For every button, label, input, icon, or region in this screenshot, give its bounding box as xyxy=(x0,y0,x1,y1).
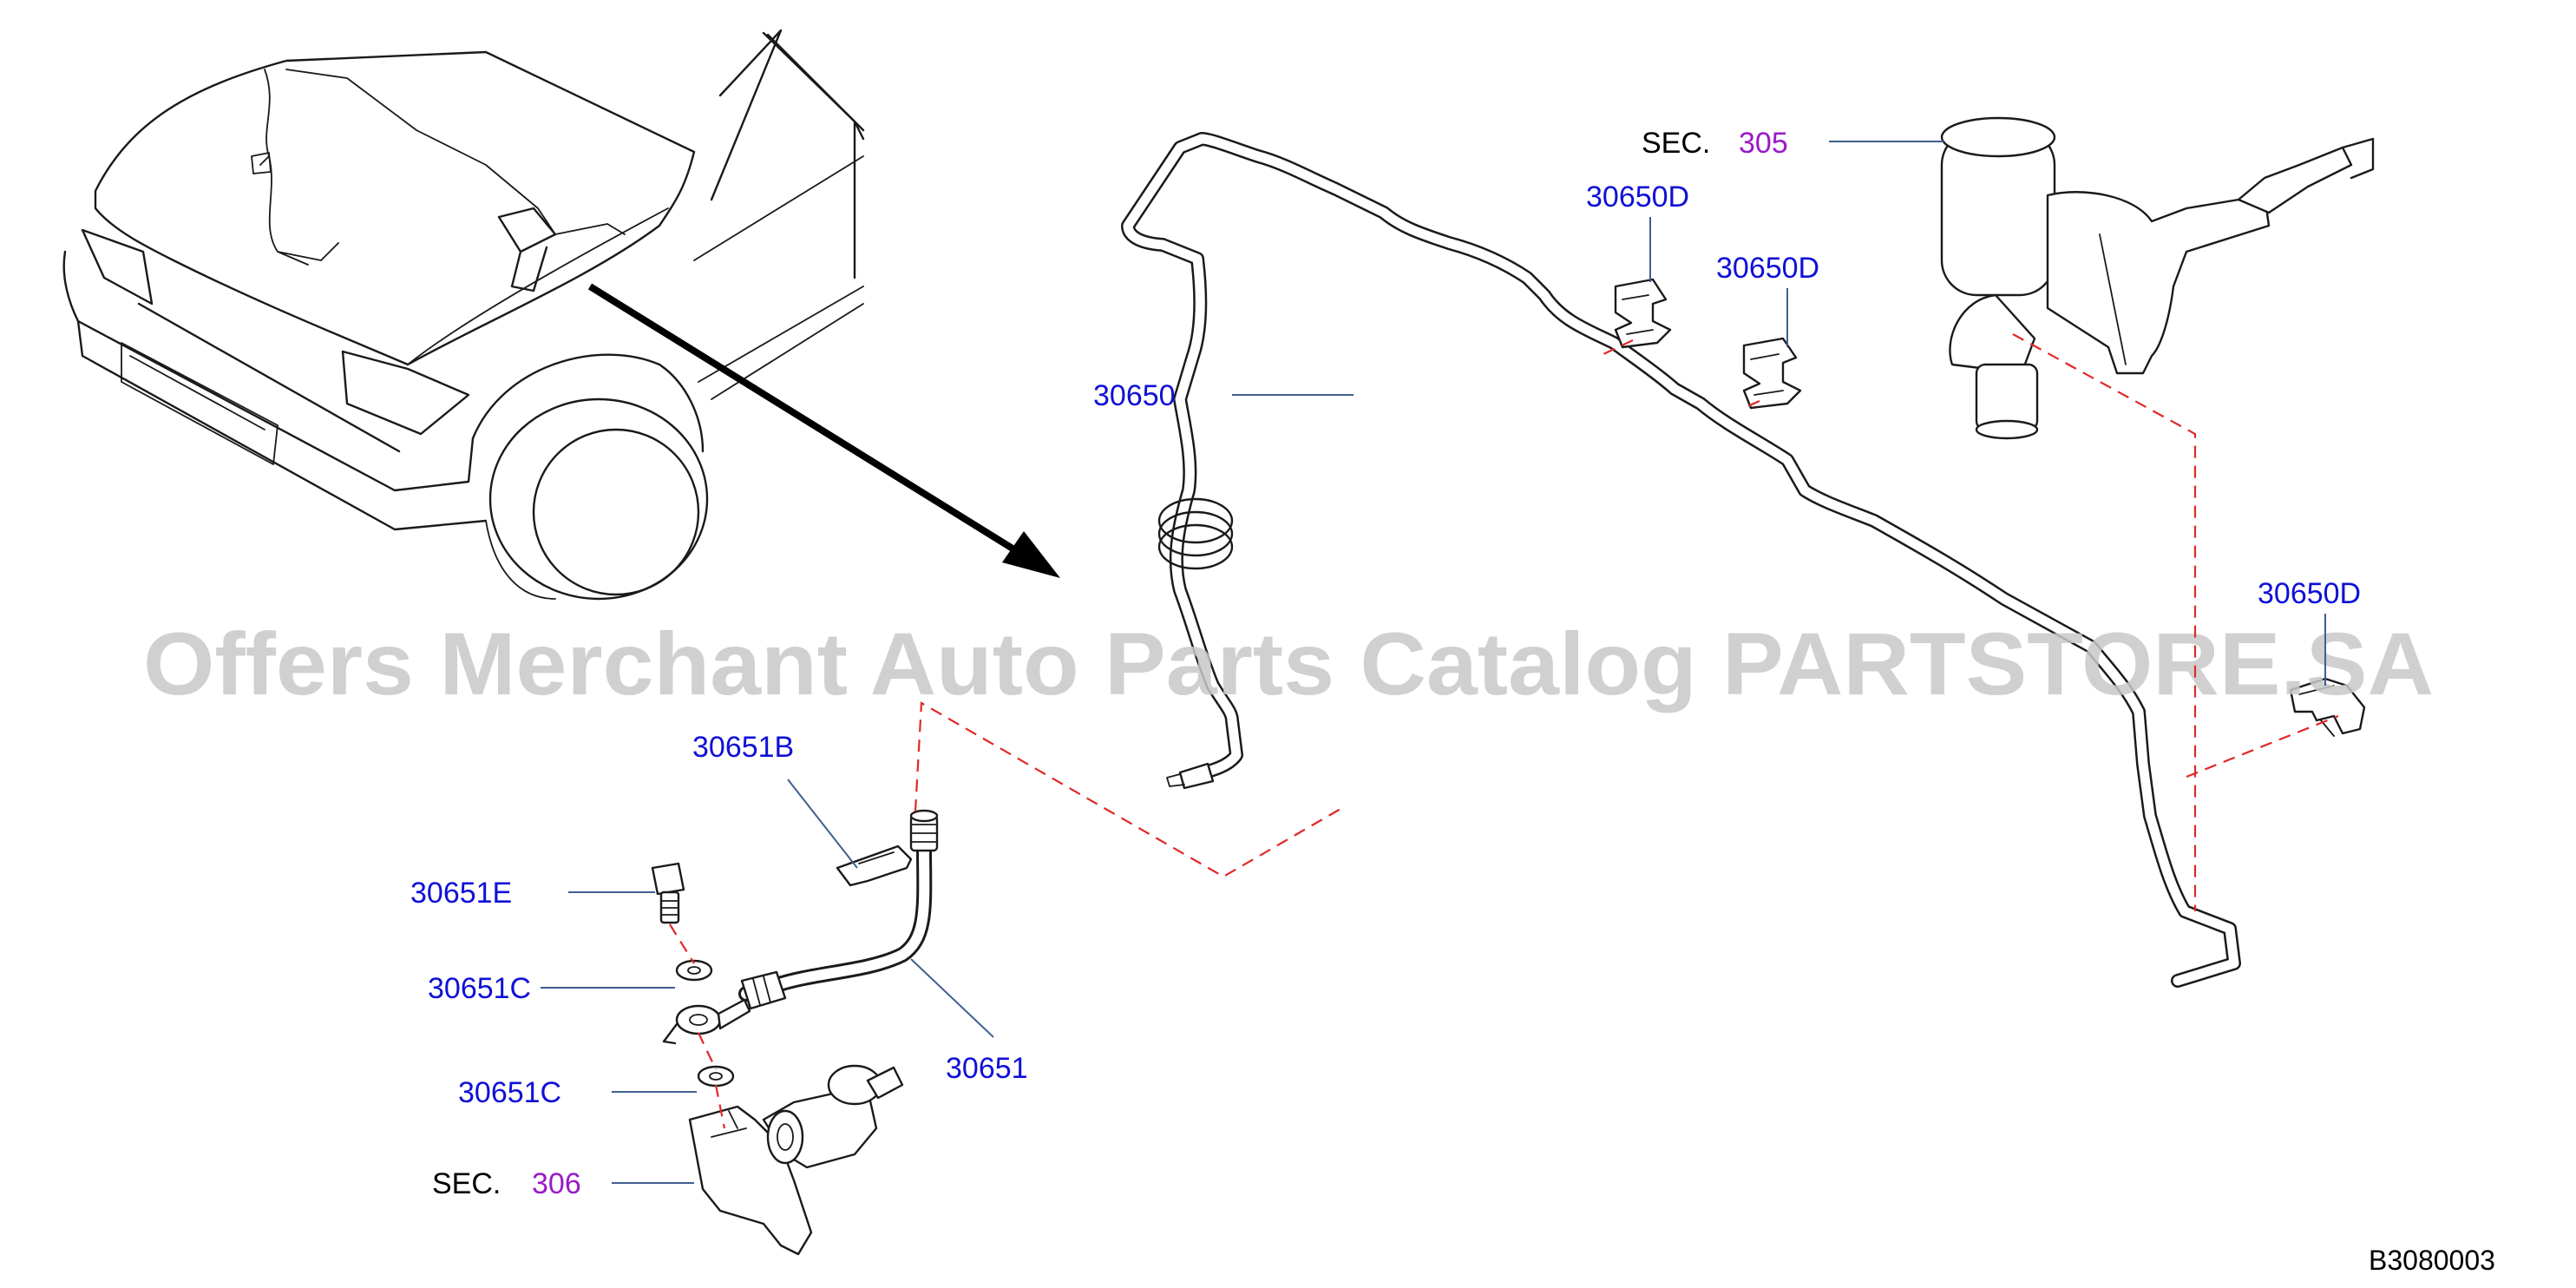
clip-30650D-drawing xyxy=(1614,278,1672,349)
clutch-hose-30651-drawing xyxy=(662,809,939,1045)
part-label-30650[interactable]: 30650 xyxy=(1093,379,1176,412)
lock-plate-30651B-drawing xyxy=(836,844,913,887)
bolt-30651E-drawing xyxy=(651,862,685,924)
section-306-link[interactable]: 306 xyxy=(532,1167,581,1200)
part-label-30650D[interactable]: 30650D xyxy=(1586,181,1689,214)
part-label-30651E[interactable]: 30651E xyxy=(410,877,512,910)
part-labels: SEC. 305 30650D 30650D 30650 30650D 3065… xyxy=(410,127,2361,1200)
part-label-30651C[interactable]: 30651C xyxy=(428,972,531,1005)
clutch-tube-30650-drawing xyxy=(1121,132,2241,988)
diagram-code: B3080003 xyxy=(2369,1245,2495,1276)
washer-30651C-drawing xyxy=(675,959,713,982)
part-label-30650D[interactable]: 30650D xyxy=(1716,252,1819,285)
clutch-operating-cylinder-drawing xyxy=(688,1064,904,1256)
dashed-connection-lines xyxy=(669,333,2339,1129)
part-label-30650D[interactable]: 30650D xyxy=(2258,577,2361,610)
section-prefix: SEC. xyxy=(1642,127,1710,160)
vehicle-overview-drawing xyxy=(62,29,1060,601)
leader-lines xyxy=(541,141,2326,1184)
clip-30650D-drawing xyxy=(1742,337,1802,410)
section-prefix: SEC. xyxy=(432,1167,501,1200)
part-label-30651C[interactable]: 30651C xyxy=(458,1076,561,1109)
part-label-30651[interactable]: 30651 xyxy=(946,1052,1028,1085)
washer-30651C-drawing xyxy=(697,1065,735,1088)
watermark-text: Offers Merchant Auto Parts Catalog PARTS… xyxy=(143,614,2434,713)
part-label-30651B[interactable]: 30651B xyxy=(692,731,794,764)
section-305-link[interactable]: 305 xyxy=(1739,127,1788,160)
clutch-master-cylinder-drawing xyxy=(1940,116,2375,440)
